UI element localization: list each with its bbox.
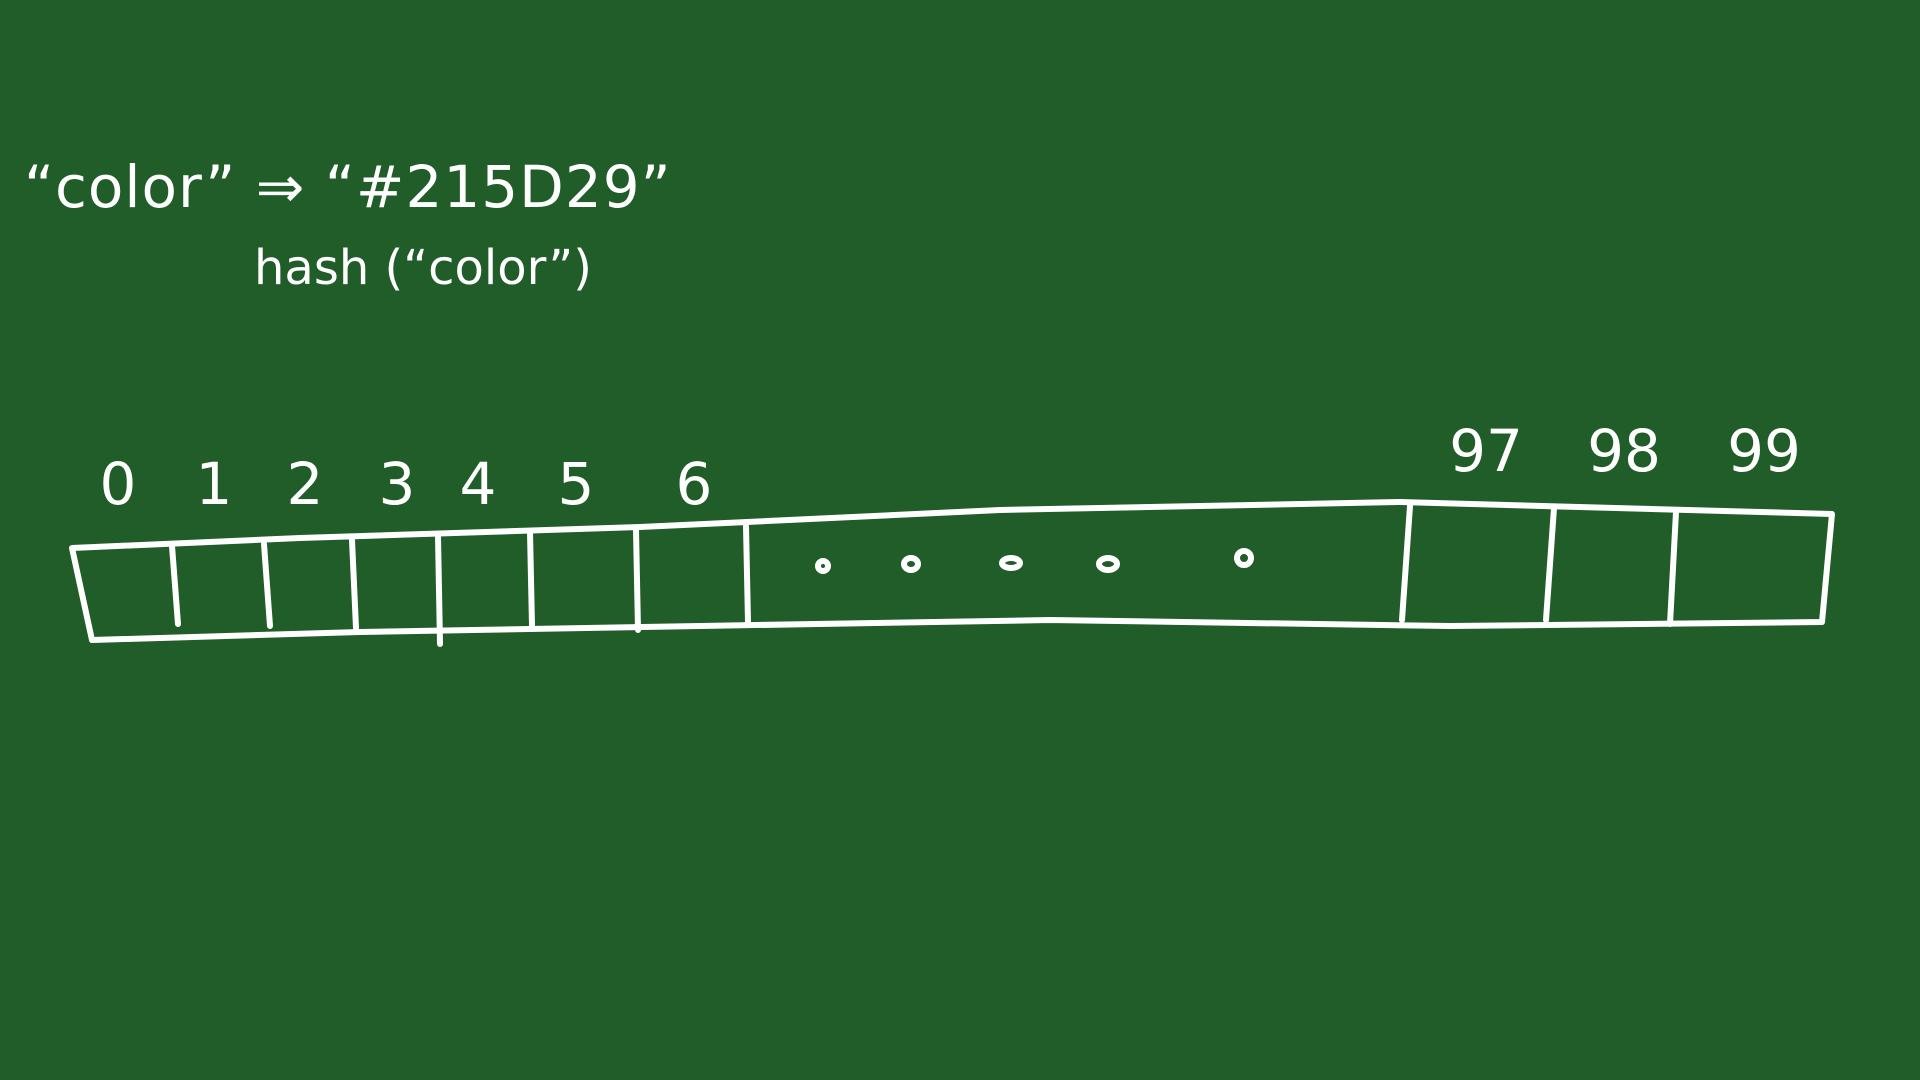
hash-function-call: hash (“color”) bbox=[254, 240, 592, 296]
index-label-98: 98 bbox=[1587, 417, 1661, 485]
ellipsis-dot bbox=[999, 555, 1023, 571]
ellipsis-dot bbox=[901, 555, 921, 573]
key-value-mapping: “color” ⇒ “#215D29” bbox=[24, 153, 672, 221]
index-label-0: 0 bbox=[99, 450, 137, 518]
ellipsis-dot bbox=[815, 558, 831, 574]
array-outline bbox=[69, 499, 1835, 643]
cell-divider bbox=[261, 541, 273, 629]
index-label-1: 1 bbox=[195, 450, 233, 518]
index-label-2: 2 bbox=[286, 450, 324, 518]
cell-divider bbox=[633, 527, 641, 633]
index-label-3: 3 bbox=[378, 450, 416, 518]
ellipsis-dot bbox=[1234, 548, 1254, 568]
cell-divider bbox=[743, 523, 751, 625]
cell-divider bbox=[169, 543, 181, 627]
cell-divider bbox=[1667, 509, 1679, 627]
cell-divider bbox=[435, 533, 443, 647]
ellipsis-dot bbox=[1096, 555, 1120, 573]
index-label-97: 97 bbox=[1449, 417, 1523, 485]
cell-divider bbox=[1399, 503, 1413, 623]
index-label-6: 6 bbox=[675, 450, 713, 518]
cell-divider bbox=[527, 529, 535, 629]
index-label-5: 5 bbox=[557, 450, 595, 518]
index-label-4: 4 bbox=[459, 450, 497, 518]
index-label-99: 99 bbox=[1727, 417, 1801, 485]
cell-divider bbox=[1543, 505, 1557, 623]
cell-divider bbox=[349, 537, 359, 631]
